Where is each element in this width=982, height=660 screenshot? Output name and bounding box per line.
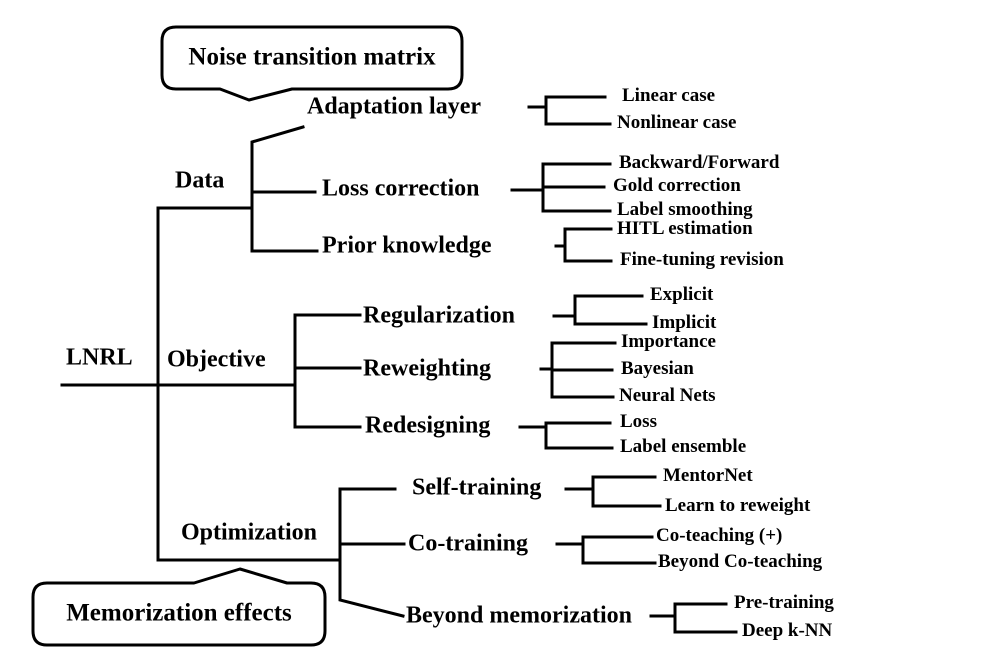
leaf-deep-k-nn: Deep k-NN — [742, 620, 833, 642]
leaf-loss: Loss — [620, 411, 657, 433]
leaf-label-smoothing: Label smoothing — [617, 199, 753, 221]
data-bracket — [250, 125, 319, 253]
optimization-bracket — [338, 487, 406, 618]
node-redesigning: Redesigning — [365, 412, 491, 439]
leaf-fine-tuning-revision: Fine-tuning revision — [620, 249, 784, 271]
leaf-explicit: Explicit — [650, 284, 714, 306]
leaf-neural-nets: Neural Nets — [619, 385, 716, 407]
node-loss-correction: Loss correction — [322, 175, 480, 202]
trunk-line — [156, 206, 342, 562]
branch-node-objective: Objective — [167, 346, 266, 373]
callout-top-shape — [160, 25, 464, 102]
co-training-bracket — [555, 535, 657, 565]
branch-node-optimization: Optimization — [181, 519, 317, 546]
leaf-beyond-co-teaching: Beyond Co-teaching — [658, 551, 823, 573]
node-co-training: Co-training — [408, 530, 528, 557]
node-beyond-memorization: Beyond memorization — [406, 602, 632, 629]
loss-correction-bracket — [510, 162, 612, 213]
leaf-importance: Importance — [621, 331, 716, 353]
callout-bottom-shape — [31, 567, 327, 647]
redesigning-bracket — [518, 421, 614, 450]
leaf-hitl-estimation: HITL estimation — [617, 218, 753, 240]
leaf-linear-case: Linear case — [622, 85, 716, 107]
prior-knowledge-bracket — [554, 227, 613, 263]
callout-noise-transition-matrix: Noise transition matrix — [188, 43, 436, 71]
leaf-co-teaching-plus: Co-teaching (+) — [656, 525, 783, 547]
node-self-training: Self-training — [412, 474, 542, 501]
leaf-bayesian: Bayesian — [621, 358, 694, 380]
callout-memorization-effects: Memorization effects — [66, 599, 292, 627]
self-training-bracket — [564, 475, 662, 508]
beyond-memorization-bracket — [649, 602, 738, 634]
leaf-mentornet: MentorNet — [663, 465, 753, 487]
leaf-learn-to-reweight: Learn to reweight — [665, 495, 811, 517]
leaf-backward-forward: Backward/Forward — [619, 152, 780, 174]
leaf-nonlinear-case: Nonlinear case — [617, 112, 737, 134]
leaf-gold-correction: Gold correction — [613, 175, 741, 197]
node-prior-knowledge: Prior knowledge — [322, 232, 492, 259]
adaptation-layer-bracket — [527, 95, 612, 126]
regularization-bracket — [552, 294, 648, 326]
objective-bracket — [293, 313, 362, 429]
node-adaptation-layer: Adaptation layer — [307, 93, 481, 120]
reweighting-bracket — [539, 341, 617, 399]
node-reweighting: Reweighting — [363, 355, 491, 382]
leaf-label-ensemble: Label ensemble — [620, 436, 747, 458]
leaf-pre-training: Pre-training — [734, 592, 834, 614]
root-node-lnrl: LNRL — [66, 344, 133, 371]
node-regularization: Regularization — [363, 302, 515, 329]
leaf-implicit: Implicit — [652, 312, 717, 334]
tree-lines — [60, 95, 738, 634]
branch-node-data: Data — [175, 167, 225, 194]
